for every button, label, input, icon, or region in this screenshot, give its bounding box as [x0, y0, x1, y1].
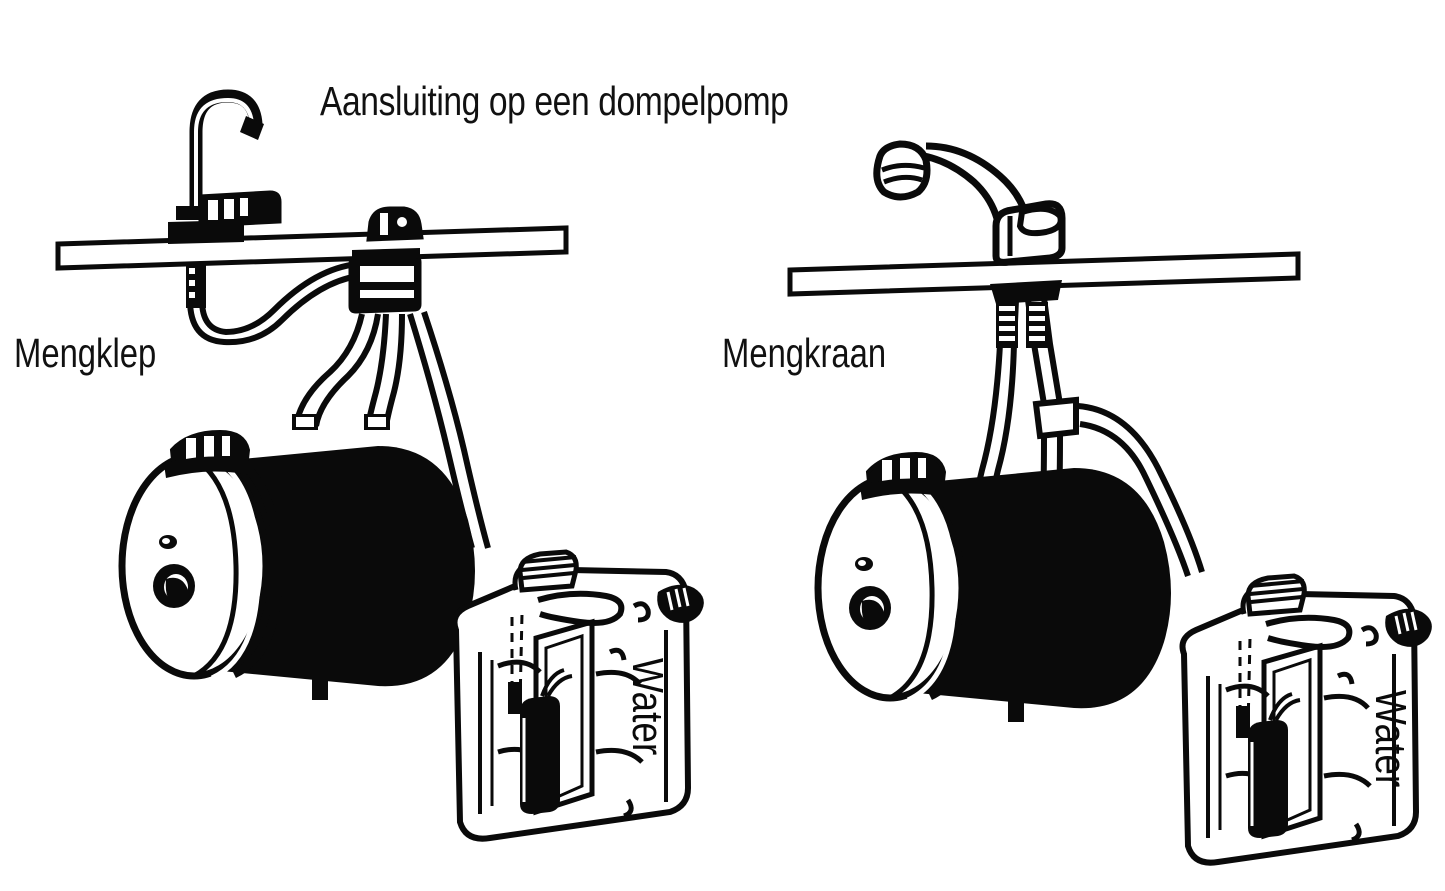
panel-mengkraan: [787, 140, 1432, 863]
countertop-left: [55, 225, 569, 271]
mixer-tap[interactable]: [873, 140, 1066, 304]
page-title: Aansluiting op een dompelpomp: [320, 78, 789, 124]
hose-tee-to-jerrycan: [1077, 403, 1205, 577]
boiler-tank-right: [818, 454, 1171, 722]
hose-valve-to-boiler-2: [364, 313, 405, 430]
boiler-tank-left: [122, 432, 475, 700]
mixing-valve-knob[interactable]: [366, 206, 424, 242]
panel-mengklep: [55, 89, 704, 839]
countertop-right: [787, 251, 1301, 297]
mixing-valve-block[interactable]: [348, 248, 422, 314]
label-mengkraan: Mengkraan: [722, 330, 887, 376]
hose-faucet-to-valve: [186, 261, 359, 346]
hose-valve-to-boiler-1: [292, 313, 381, 430]
gooseneck-faucet[interactable]: [168, 89, 282, 244]
jerrycan-label-left: Water: [623, 658, 672, 756]
jerrycan-label-right: Water: [1366, 690, 1415, 788]
label-mengklep: Mengklep: [14, 330, 157, 376]
